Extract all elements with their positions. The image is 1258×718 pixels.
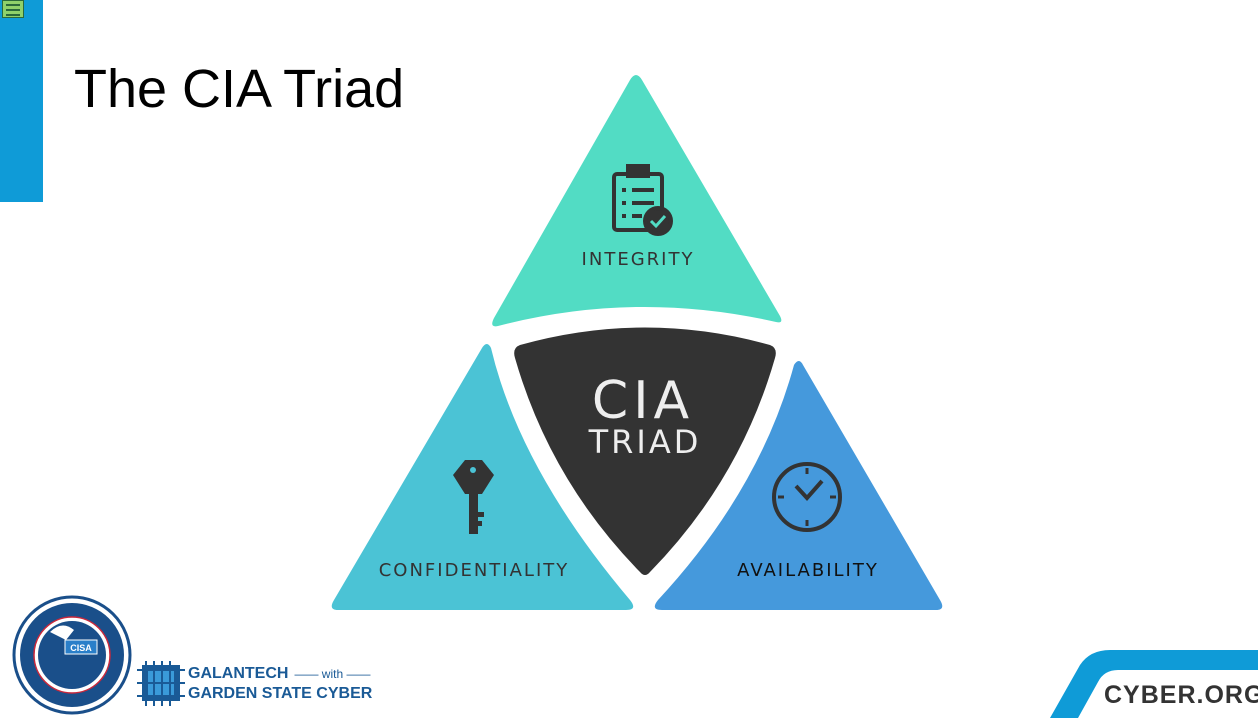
- comment-icon[interactable]: [2, 0, 24, 18]
- cia-center-shield: [514, 327, 776, 575]
- galantech-chip-logo: [137, 661, 185, 706]
- cyber-org-logo: CYBER.ORG: [1104, 681, 1258, 709]
- availability-label: AVAILABILITY: [737, 560, 879, 581]
- integrity-triangle: [492, 75, 782, 327]
- garden-state-cyber-text: GARDEN STATE CYBER: [188, 685, 373, 702]
- integrity-label: INTEGRITY: [582, 249, 695, 270]
- cisa-logo: CISA: [12, 595, 132, 715]
- with-text: with: [321, 667, 344, 681]
- cyber-org-swoosh: [1050, 650, 1258, 718]
- slide-title: The CIA Triad: [74, 59, 405, 119]
- clipboard-check-icon: [612, 164, 673, 236]
- galantech-text: GALANTECH: [188, 665, 289, 682]
- availability-triangle: [654, 361, 943, 610]
- key-icon: [453, 460, 494, 534]
- galantech-logo-text: GALANTECH—— with —— GARDEN STATE CYBER: [188, 665, 373, 702]
- svg-text:CISA: CISA: [70, 643, 92, 653]
- confidentiality-label: CONFIDENTIALITY: [379, 560, 570, 581]
- center-cia-text: CIA: [592, 371, 694, 431]
- clock-icon: [772, 462, 842, 532]
- slide-accent-bar: [0, 0, 43, 202]
- center-triad-text: TRIAD: [588, 423, 702, 461]
